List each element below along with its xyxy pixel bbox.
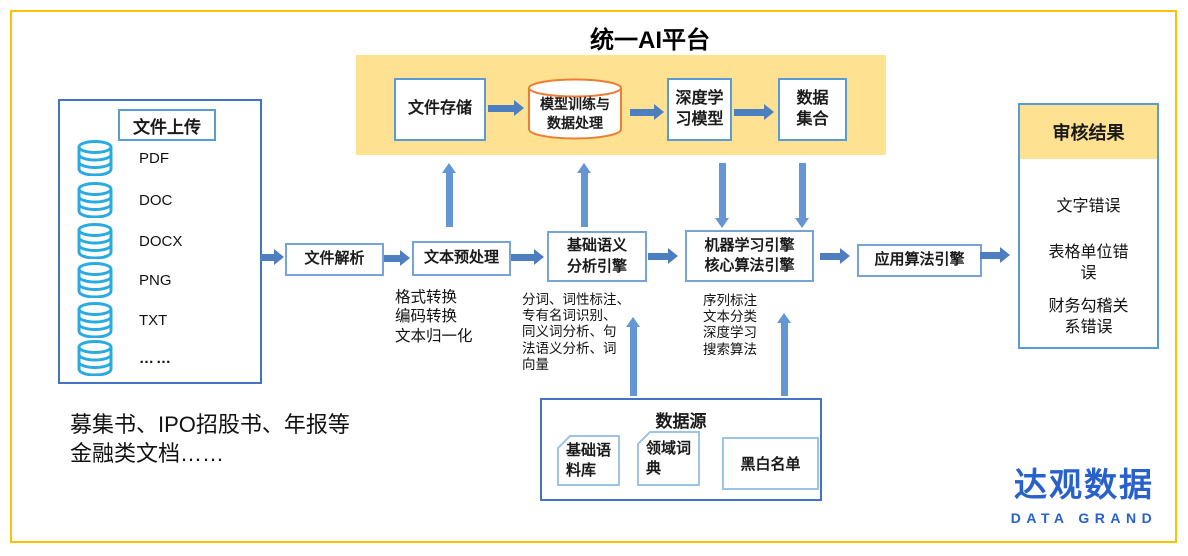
database-icon [77, 262, 113, 298]
arrow-right-icon [511, 249, 544, 265]
data-collection-label: 数据 集合 [796, 89, 829, 128]
arrow-up-icon [577, 163, 592, 227]
blacklist-card: 黑白名单 [722, 437, 819, 490]
upload-item-label: TXT [139, 311, 168, 329]
upload-row: DOCX [76, 223, 182, 259]
arrow-right-icon [648, 248, 678, 264]
arrow-up-icon [442, 163, 457, 227]
result-item: 财务勾稽关系错误 [1048, 298, 1129, 336]
datasource-panel: 数据源 基础语 料库 领域词 典 黑白名单 [540, 398, 822, 501]
dictionary-card-label: 领域词 典 [645, 440, 691, 477]
logo: 达观数据 DATA GRAND [1004, 458, 1164, 526]
arrow-up-icon [626, 317, 641, 396]
upload-panel: 文件上传 PDF DOC DOCX PNG TXT …… [58, 99, 262, 384]
upload-row: TXT [76, 302, 167, 338]
upload-row: PNG [76, 262, 172, 298]
dictionary-card: 领域词 典 [637, 431, 700, 486]
upload-item-label: PDF [139, 149, 169, 167]
database-icon [77, 340, 113, 376]
result-panel: 审核结果 文字错误 表格单位错误 财务勾稽关系错误 [1018, 103, 1159, 349]
corpus-card: 基础语 料库 [557, 435, 620, 486]
model-training-cylinder: 模型训练与 数据处理 [527, 78, 623, 140]
upload-row: DOC [76, 182, 172, 218]
preprocess-notes: 格式转换 编码转换 文本归一化 [395, 289, 473, 345]
file-storage-node: 文件存储 [394, 78, 486, 141]
arrow-right-icon [820, 248, 850, 264]
database-icon [77, 223, 113, 259]
cylinder-icon [528, 78, 622, 140]
upload-row: …… [76, 340, 173, 376]
arrow-right-icon [488, 100, 524, 116]
apply-engine-node: 应用算法引擎 [857, 244, 982, 277]
cut-corner-card-icon [637, 431, 700, 486]
caption-text: 募集书、IPO招股书、年报等 金融类文档…… [70, 412, 350, 467]
deep-learning-label: 深度学 习模型 [675, 89, 724, 128]
arrow-right-icon [630, 104, 664, 120]
blacklist-card-label: 黑白名单 [740, 456, 801, 473]
file-storage-label: 文件存储 [407, 100, 472, 118]
preprocess-label: 文本预处理 [423, 249, 499, 267]
upload-panel-title: 文件上传 [118, 109, 216, 141]
data-collection-node: 数据 集合 [778, 78, 847, 141]
cut-corner-card-icon [557, 435, 620, 486]
semantic-engine-node: 基础语义 分析引擎 [547, 231, 647, 282]
ml-engine-label: 机器学习引擎 核心算法引擎 [704, 236, 795, 274]
parse-node: 文件解析 [285, 243, 384, 276]
corpus-card-label: 基础语 料库 [565, 442, 611, 479]
ml-engine-node: 机器学习引擎 核心算法引擎 [685, 230, 814, 282]
arrow-down-icon [715, 163, 730, 228]
upload-item-label: PNG [139, 271, 172, 289]
semantic-engine-label: 基础语义 分析引擎 [566, 237, 627, 275]
arrow-up-icon [777, 313, 792, 396]
arrow-right-icon [384, 250, 410, 266]
deep-learning-node: 深度学 习模型 [667, 78, 732, 141]
result-item: 表格单位错误 [1048, 244, 1129, 282]
logo-name: 达观数据 [1014, 466, 1154, 503]
upload-item-label: DOC [139, 191, 173, 209]
upload-row: PDF [76, 140, 169, 176]
database-icon [77, 140, 113, 176]
arrow-down-icon [795, 163, 810, 228]
parse-label: 文件解析 [304, 250, 365, 268]
semantic-notes: 分词、词性标注、 专有名词识别、 同义词分析、句 法语义分析、词 向量 [522, 292, 630, 372]
apply-engine-label: 应用算法引擎 [874, 251, 965, 269]
upload-item-label: …… [139, 349, 173, 367]
diagram-title: 统一AI平台 [590, 27, 710, 54]
datasource-title: 数据源 [655, 412, 707, 431]
arrow-right-icon [980, 247, 1010, 263]
ml-notes: 序列标注 文本分类 深度学习 搜索算法 [703, 293, 757, 357]
preprocess-node: 文本预处理 [412, 241, 511, 276]
result-item: 文字错误 [1056, 198, 1121, 215]
logo-subtitle: DATA GRAND [1010, 510, 1158, 526]
database-icon [77, 302, 113, 338]
upload-item-label: DOCX [139, 232, 183, 250]
database-icon [77, 182, 113, 218]
model-training-label: 模型训练与 数据处理 [540, 96, 610, 131]
result-title: 审核结果 [1020, 105, 1157, 159]
arrow-right-icon [734, 104, 774, 120]
arrow-right-icon [260, 249, 284, 265]
platform-banner: 文件存储 深度学 习模型 数据 集合 [356, 55, 886, 155]
